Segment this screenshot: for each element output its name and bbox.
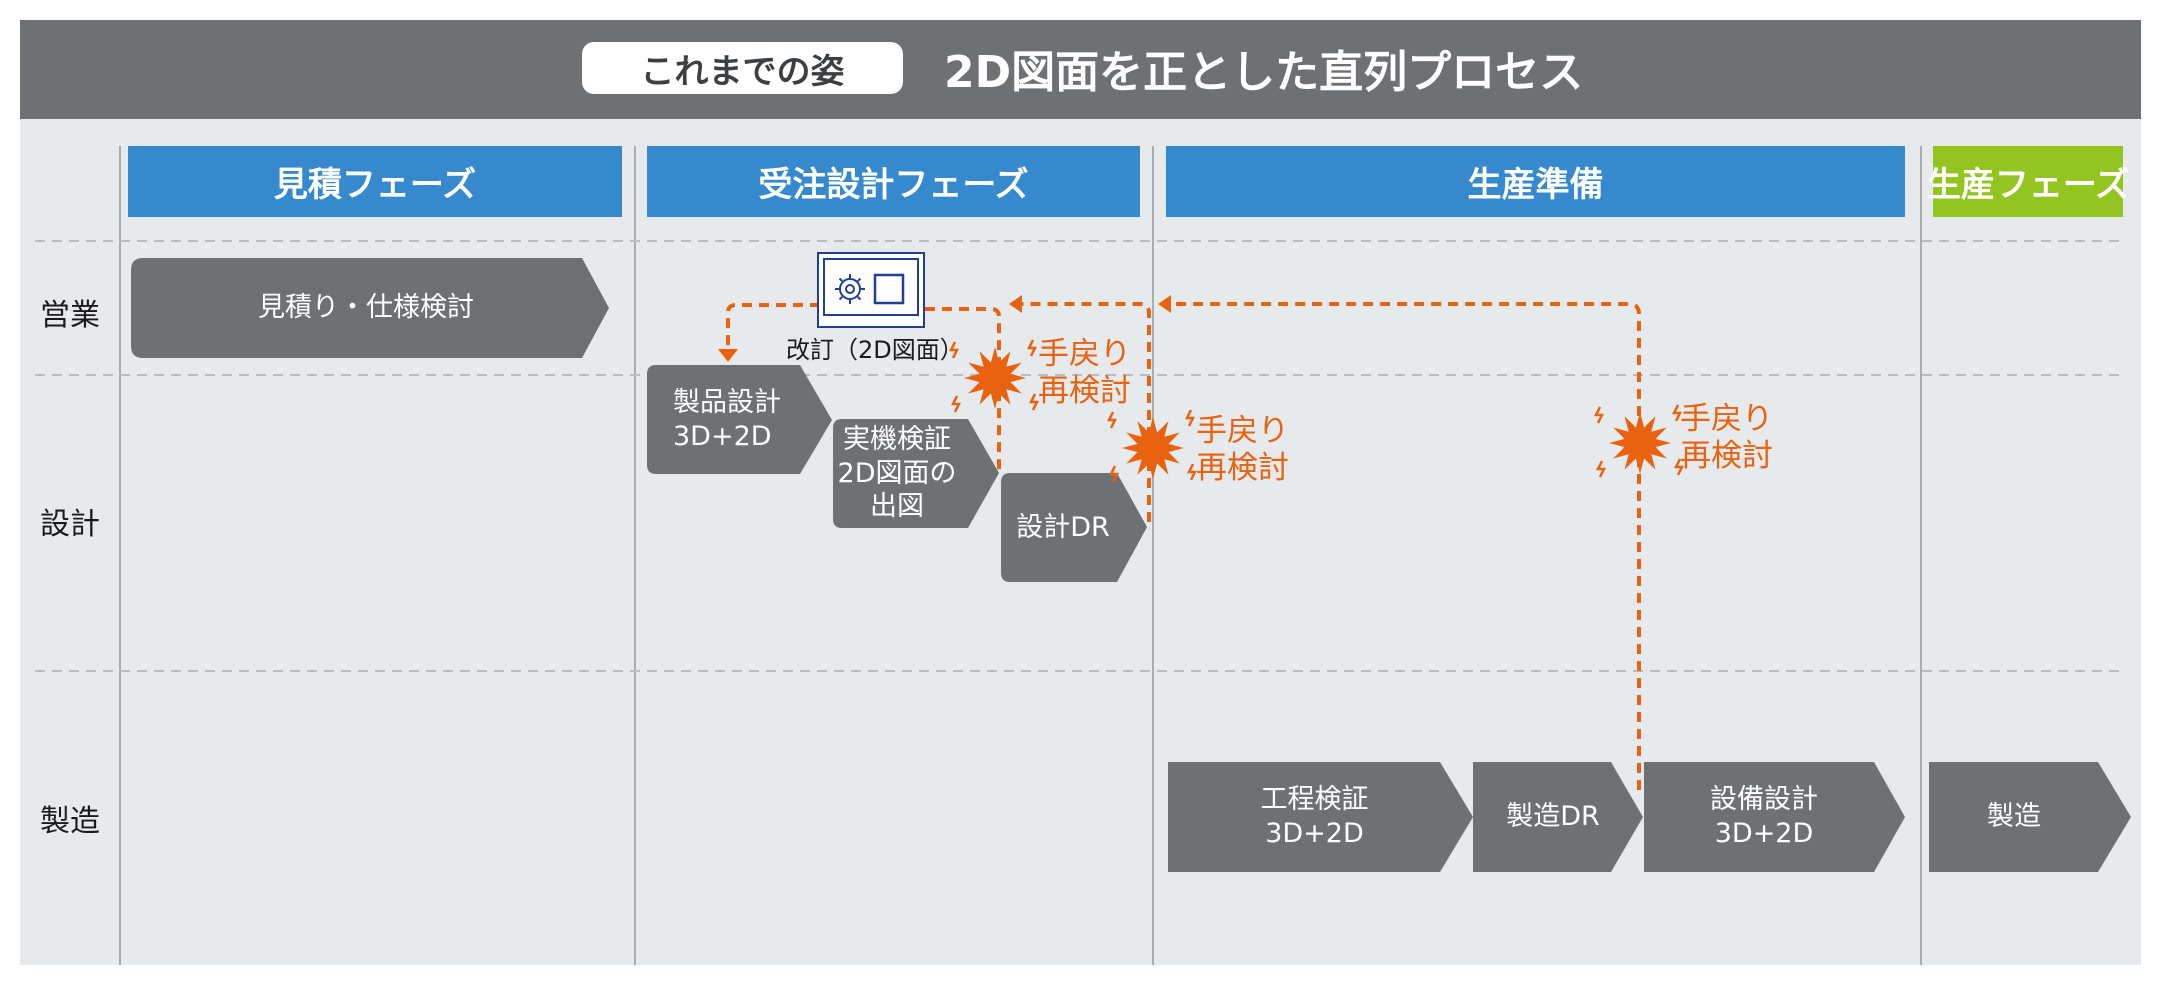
- process-label-line: 実機検証: [843, 423, 951, 455]
- burst-spark: [1186, 463, 1198, 481]
- burst-star: [1609, 412, 1671, 474]
- burst-spark: [1671, 404, 1683, 422]
- phase-label: 生産準備: [1467, 165, 1604, 205]
- burst-spark: [1106, 411, 1118, 429]
- process-arrow-verification: [833, 419, 999, 528]
- process-arrow-process-verification: [1168, 762, 1473, 872]
- lane-label-manufacturing: 製造: [40, 804, 100, 839]
- rework-note: 手戻り 再検討: [1038, 336, 1131, 410]
- burst-icon: [948, 339, 1040, 413]
- process-arrow-manufacturing-dr: [1473, 762, 1643, 872]
- rework-arrowheads: [718, 295, 1171, 362]
- burst-icons: [948, 339, 1685, 483]
- process-label-line: 工程検証: [1260, 784, 1369, 816]
- process-label-line: 設備設計: [1710, 784, 1818, 816]
- arrowhead-left: [1009, 295, 1022, 313]
- rework-note: 手戻り 再検討: [1196, 413, 1289, 487]
- process-arrow-estimate: [131, 258, 609, 358]
- gear-icon: [835, 274, 865, 304]
- process-estimate: 見積り・仕様検討: [131, 258, 601, 358]
- burst-spark: [1108, 465, 1120, 483]
- process-label-line: 2D図面の: [837, 457, 957, 489]
- process-arrow-design-dr: [1001, 473, 1147, 582]
- revision-label: 改訂（2D図面）: [786, 336, 964, 364]
- process-manufacturing-dr: 製造DR: [1473, 762, 1633, 872]
- phase-order-design: 受注設計フェーズ: [647, 146, 1140, 217]
- process-design-dr: 設計DR: [1001, 473, 1125, 582]
- burst-spark: [1595, 460, 1607, 478]
- process-label-line: 3D+2D: [1265, 818, 1364, 849]
- process-arrow-product-design: [647, 365, 832, 474]
- document-square-icon: [873, 273, 905, 305]
- burst-spark: [1026, 339, 1038, 357]
- rework-note-line: 再検討: [1680, 438, 1773, 475]
- rework-note-line: 手戻り: [1196, 413, 1289, 449]
- rework-note-line: 再検討: [1196, 450, 1289, 487]
- burst-spark: [1673, 458, 1685, 476]
- phase-production: 生産フェーズ: [1927, 146, 2129, 217]
- process-arrow-equipment-design: [1644, 762, 1905, 872]
- process-label-line: 製造: [1987, 801, 2041, 833]
- phase-label: 受注設計フェーズ: [758, 165, 1029, 205]
- phase-production-prep: 生産準備: [1166, 146, 1905, 217]
- process-label-line: 見積り・仕様検討: [258, 292, 474, 324]
- rework-path-revision: [726, 303, 820, 354]
- process-manufacturing: 製造: [1929, 762, 2099, 872]
- rework-note: 手戻り 再検討: [1680, 401, 1773, 475]
- burst-spark: [1593, 406, 1605, 424]
- rework-path-equipment: [1166, 302, 1641, 790]
- rework-lines: [726, 302, 1641, 790]
- page-title: 2D図面を正とした直列プロセス: [944, 47, 1584, 98]
- process-label-line: 製造DR: [1506, 801, 1600, 833]
- header-bar: [20, 20, 2141, 119]
- phase-label: 見積フェーズ: [273, 165, 477, 205]
- process-arrow-manufacturing: [1929, 762, 2131, 872]
- process-label-line: 出図: [870, 491, 924, 523]
- rework-note-line: 再検討: [1038, 373, 1131, 410]
- process-arrows: [131, 258, 2131, 872]
- header-badge: これまでの姿: [582, 42, 903, 94]
- burst-spark: [950, 395, 962, 413]
- process-label-line: 設計DR: [1016, 511, 1110, 543]
- rework-note-line: 手戻り: [1680, 401, 1773, 437]
- arrowhead-left: [1158, 295, 1171, 313]
- rework-path-verification: [925, 307, 1001, 470]
- lane-label-design: 設計: [40, 507, 100, 542]
- revision-icon: [817, 252, 925, 328]
- burst-icon: [1593, 404, 1685, 478]
- phase-label: 生産フェーズ: [1926, 165, 2130, 205]
- burst-star: [1122, 417, 1184, 479]
- process-label-line: 3D+2D: [673, 420, 772, 452]
- arrowhead-down: [718, 349, 738, 362]
- process-label-line: 3D+2D: [1714, 818, 1814, 849]
- lane-label-sales: 営業: [40, 298, 100, 333]
- burst-spark: [1028, 393, 1040, 411]
- burst-icon: [1106, 409, 1198, 483]
- lane-dividers: [35, 240, 2121, 672]
- burst-spark: [948, 341, 960, 359]
- phase-dividers: [119, 146, 1922, 965]
- rework-note-line: 手戻り: [1038, 336, 1131, 372]
- burst-spark: [1184, 409, 1196, 427]
- process-label-line: 製品設計: [673, 386, 781, 418]
- rework-path-design-dr: [1018, 302, 1151, 522]
- burst-star: [964, 347, 1026, 409]
- phase-estimate: 見積フェーズ: [128, 146, 622, 217]
